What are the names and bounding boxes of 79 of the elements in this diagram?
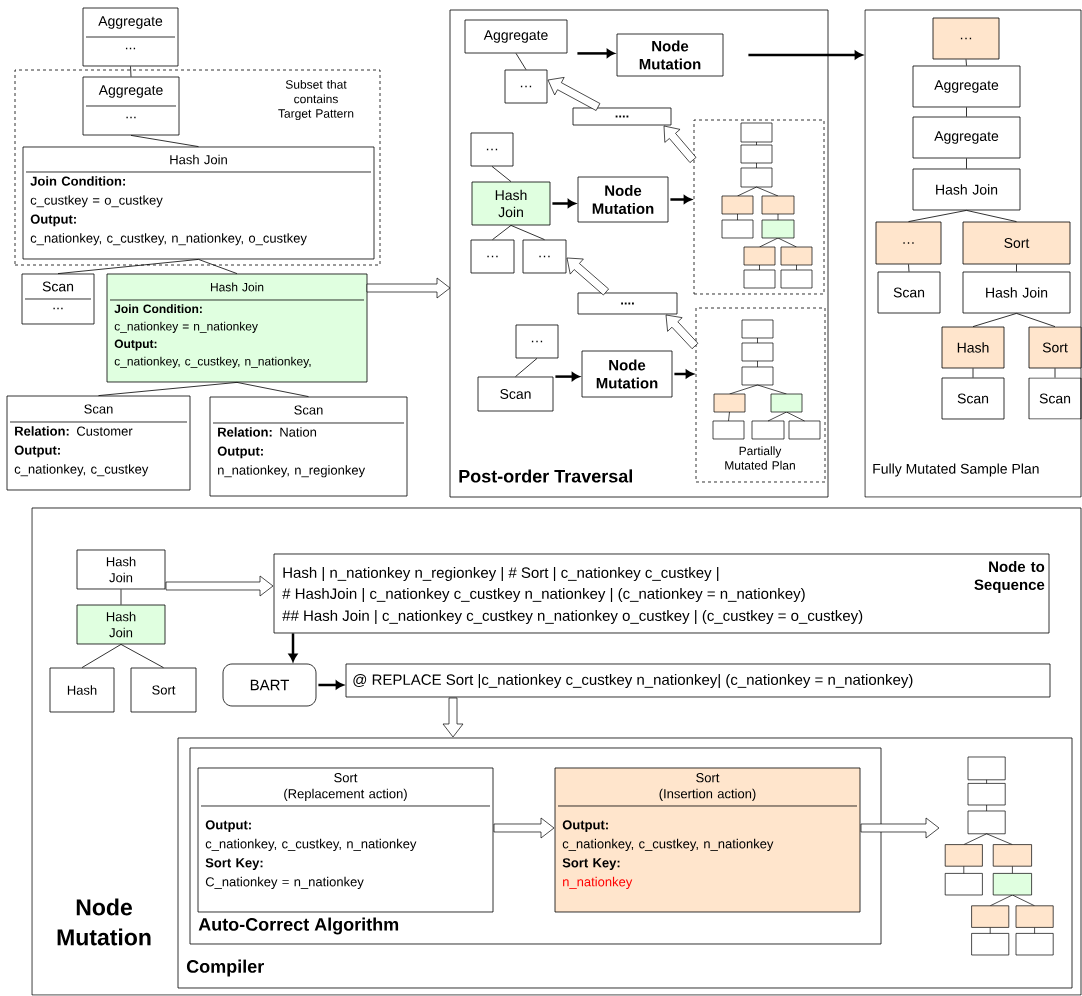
block-arrow [366, 277, 451, 299]
block-arrow [165, 575, 274, 597]
plan-node-box: Scan Relation: Customer Output: c_nationkey, c_custkey [6, 395, 191, 491]
block-arrow [547, 77, 601, 111]
tree-line [965, 59, 967, 66]
plan-node-box: … [470, 239, 515, 274]
mini-tree-drawing [944, 756, 1054, 956]
model-box: BART [222, 663, 317, 707]
plan-node-box: Hash Join [471, 181, 551, 226]
plan-node-box: Aggregate ... [82, 7, 179, 67]
tree-line [57, 259, 199, 274]
tree-line [515, 358, 538, 377]
plan-node-box: Sort (Replacement action) Output: c_nationkey, c_custkey, n_nationkey Sort Key: C_nationkey = n_nationkey [197, 767, 494, 913]
plan-node-box: Aggregate [464, 19, 568, 54]
plan-node-box: Hash Join [962, 271, 1071, 314]
plan-node-box: Aggregate ... [82, 76, 180, 136]
tree-line [491, 166, 512, 182]
arrow [555, 372, 580, 381]
block-arrow [493, 817, 555, 839]
plan-node-box: Hash Join [76, 604, 166, 645]
arrow [577, 49, 615, 58]
plan-node-box: Hash Join Join Condition: c_nationkey = n_nationkey Output: c_nationkey, c_custkey, n_nationkey, [106, 273, 368, 383]
plan-node-box: Scan [477, 376, 554, 412]
arrow [670, 195, 692, 204]
plan-node-box: … [875, 221, 942, 265]
block-arrow [566, 257, 609, 296]
tree-line [120, 644, 164, 668]
plan-node-box: Scan [941, 377, 1005, 420]
plan-node-box: Sort (Insertion action) Output: c_nationkey, c_custkey, n_nationkey Sort Key: n_nationkey [554, 767, 861, 913]
plan-node-box: Aggregate [912, 116, 1021, 159]
tree-line [1054, 368, 1056, 378]
plan-node-box: Scan ... [21, 273, 95, 325]
plan-node-box: Sort [962, 221, 1071, 265]
plan-node-box: Hash [49, 667, 115, 713]
tree-line [966, 158, 967, 169]
plan-node-box: Scan [1028, 377, 1082, 420]
plan-node-box: … [504, 69, 548, 104]
plan-node-box: Sort [1028, 326, 1082, 369]
dashed-region: Partially Mutated Plan [695, 307, 826, 483]
plan-node-box: Scan Relation: Nation Output: n_nationkey, n_regionkey [209, 396, 408, 497]
tree-line [492, 225, 512, 240]
tree-line [1016, 264, 1017, 272]
arrow [288, 633, 298, 662]
process-box: Node Mutation [577, 176, 669, 223]
plan-node-box: Hash [941, 326, 1005, 369]
sequence-box: @ REPLACE Sort |c_nationkey c_custkey n_nationkey| (c_nationkey = n_nationkey) [345, 663, 1051, 698]
process-box: Node Mutation [581, 350, 673, 398]
tree-line [120, 589, 122, 605]
plan-node-box: Hash Join [912, 168, 1021, 211]
block-arrow [665, 314, 699, 350]
ellipsis-box: .... [577, 292, 678, 315]
dashed-region [693, 119, 825, 295]
tree-line [515, 53, 527, 70]
sequence-box: Hash | n_nationkey n_regionkey | # Sort | c_nationkey c_custkey | # HashJoin | c_nationkey c_custkey n_nationkey | (c_nationkey = n_nationkey) ## Hash Join | c_nationkey c_custkey n_nationkey o_custkey | (c_custkey = o_custkey) Node to Sequence [273, 553, 1050, 634]
plan-node-box: Scan [877, 271, 941, 314]
tree-line [1016, 313, 1056, 327]
block-arrow [860, 817, 940, 839]
tree-line [972, 368, 974, 378]
plan-node-box: … [932, 17, 1000, 60]
tree-line [908, 264, 910, 272]
arrow [674, 369, 694, 379]
tree-line [98, 382, 238, 396]
arrow [748, 50, 863, 60]
block-arrow [663, 125, 697, 163]
tree-line [81, 644, 122, 668]
arrow [552, 199, 576, 208]
block-arrow [442, 697, 464, 738]
plan-node-box: Sort [130, 667, 197, 713]
plan-node-box: … [470, 132, 514, 167]
process-box: Node Mutation [616, 33, 724, 77]
arrow [318, 680, 344, 690]
tree-line [130, 66, 132, 77]
plan-node-box: Hash Join Join Condition: c_custkey = o_custkey Output: c_nationkey, c_custkey, n_nationkey, o_custkey [22, 146, 375, 260]
plan-node-box: … [522, 239, 567, 274]
plan-node-box: Hash Join [76, 549, 166, 590]
tree-line [966, 107, 967, 117]
ellipsis-box: .... [572, 107, 672, 126]
plan-node-box: Aggregate [912, 65, 1021, 108]
plan-node-box: … [515, 324, 559, 359]
